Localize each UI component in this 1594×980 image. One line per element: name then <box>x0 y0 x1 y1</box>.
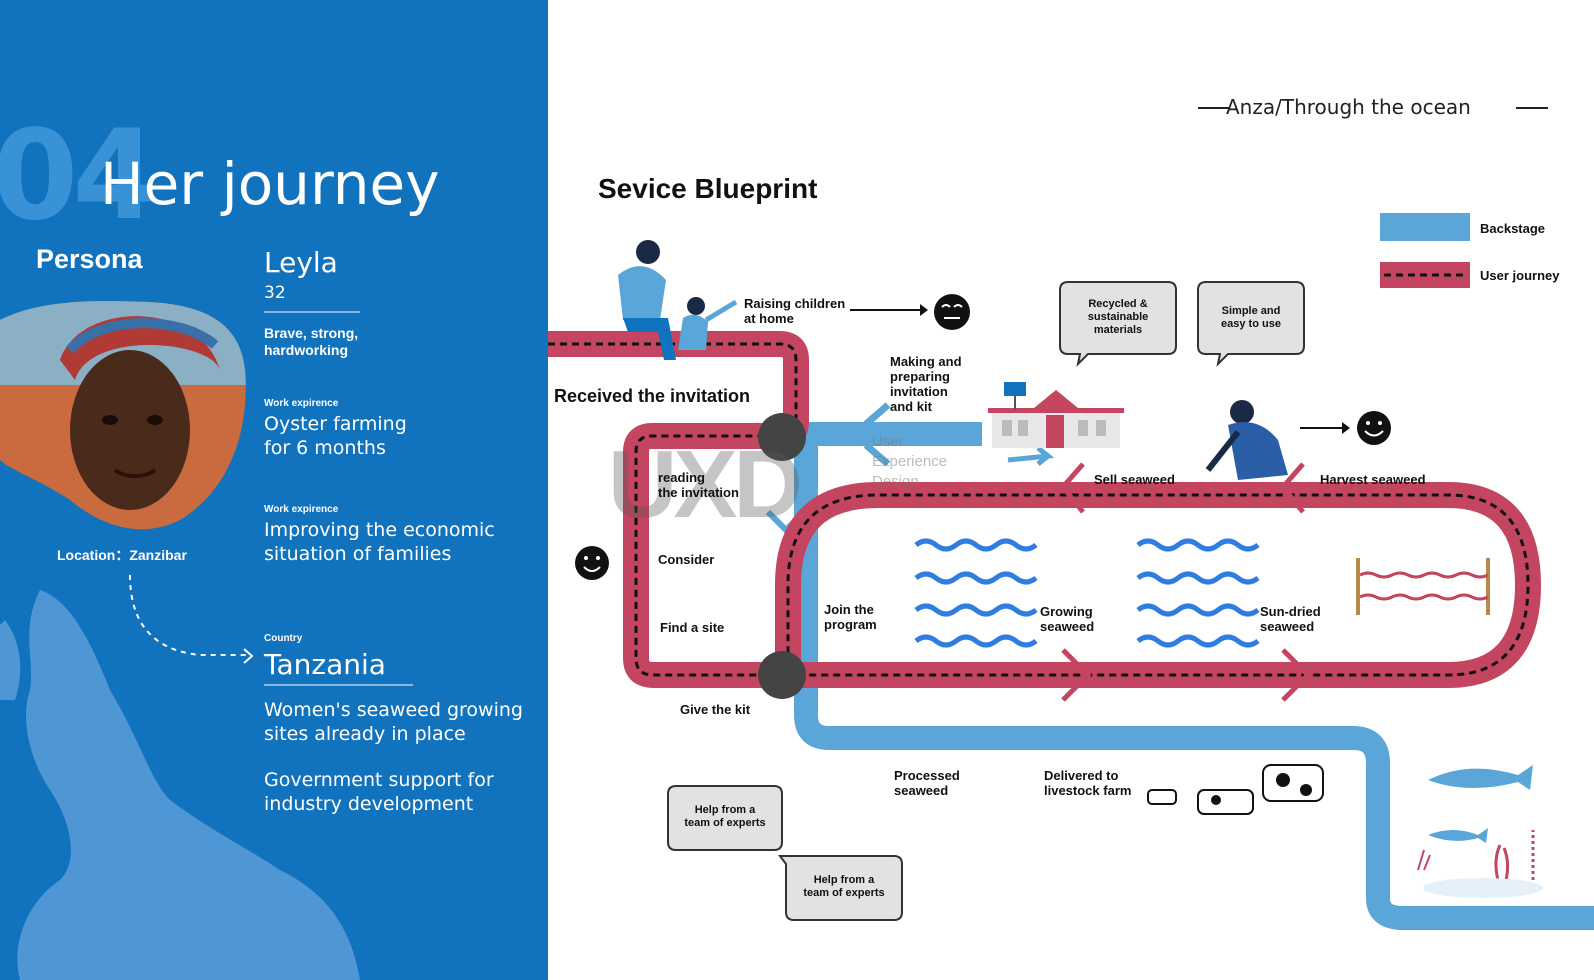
happy-face-icon <box>1357 411 1391 445</box>
bubble-help-experts-1: Help from a team of experts <box>684 804 766 829</box>
label-harvest-seaweed: Harvest seaweed <box>1320 472 1426 487</box>
junction-node <box>758 651 806 699</box>
backstage-path <box>794 422 1594 930</box>
label-join-program: Join the program <box>824 602 877 632</box>
speech-bubbles <box>667 281 1305 921</box>
fact-government-support: Government support for industry developm… <box>264 769 494 815</box>
work1-value: Oyster farming for 6 months <box>264 413 407 459</box>
label-raising-children: Raising children at home <box>744 296 846 326</box>
label-consider: Consider <box>658 552 715 567</box>
location-text: Location：Zanzibar <box>57 547 187 563</box>
legend-backstage-swatch <box>1380 213 1470 241</box>
neutral-face-icon <box>934 294 970 330</box>
watermark-logo: UXD <box>608 431 803 538</box>
bubble-simple: Simple and easy to use <box>1221 305 1281 330</box>
label-sundried-seaweed: Sun-dried seaweed <box>1260 604 1321 634</box>
blueprint-title: Sevice Blueprint <box>598 173 818 204</box>
header-title: Anza/Through the ocean <box>1226 95 1471 119</box>
fact-seaweed-sites: Women's seaweed growing sites already in… <box>264 699 523 745</box>
country-label: Country <box>264 633 303 644</box>
label-sell-seaweed: Sell seaweed <box>1094 472 1175 487</box>
legend-journey-label: User journey <box>1480 268 1560 283</box>
label-growing-seaweed: Growing seaweed <box>1040 604 1095 634</box>
persona-age: 32 <box>264 283 286 303</box>
mother-child-illustration <box>618 240 738 360</box>
label-find-site: Find a site <box>660 620 725 635</box>
bubble-help-experts-2: Help from a team of experts <box>803 874 885 899</box>
zanzibar-map <box>0 301 413 980</box>
label-making-kit: Making and preparing invitation and kit <box>890 354 962 414</box>
harvester-illustration <box>1205 400 1288 480</box>
persona-photo <box>0 301 246 530</box>
cows-illustration <box>1147 764 1324 815</box>
country-value: Tanzania <box>264 648 386 681</box>
label-reading-invitation: reading the invitation <box>658 470 739 500</box>
work2-label: Work expirence <box>264 504 339 515</box>
section-number: 04 <box>0 104 159 248</box>
drying-rack-icon <box>1356 558 1490 615</box>
island-shape <box>17 590 360 980</box>
label-processed-seaweed: Processed seaweed <box>894 768 960 798</box>
label-delivered-livestock: Delivered to livestock farm <box>1044 768 1132 798</box>
persona-panel: 04 Her journey Persona Leyla 32 Brave, s… <box>0 0 548 980</box>
smile-face-icon <box>575 546 609 580</box>
legend-backstage-label: Backstage <box>1480 221 1546 236</box>
label-give-kit: Give the kit <box>680 702 751 717</box>
blueprint-diagram <box>548 107 1594 930</box>
sea-life-illustration <box>1417 765 1543 898</box>
persona-traits: Brave, strong, hardworking <box>264 325 359 358</box>
location-arrow <box>129 574 248 656</box>
service-blueprint-panel: UXD User Experience Design Anza/Through … <box>548 0 1594 980</box>
persona-label: Persona <box>36 244 143 274</box>
persona-name: Leyla <box>264 246 338 279</box>
label-received-invitation: Received the invitation <box>554 386 751 406</box>
page-title: Her journey <box>100 150 440 218</box>
junction-node <box>758 413 806 461</box>
school-building-icon <box>988 382 1124 448</box>
work1-label: Work expirence <box>264 398 339 409</box>
work2-value: Improving the economic situation of fami… <box>264 519 495 565</box>
bubble-recycled: Recycled & sustainable materials <box>1087 298 1149 336</box>
watermark-text: User Experience Design <box>872 433 948 490</box>
seaweed-waves-icon <box>914 538 1260 648</box>
